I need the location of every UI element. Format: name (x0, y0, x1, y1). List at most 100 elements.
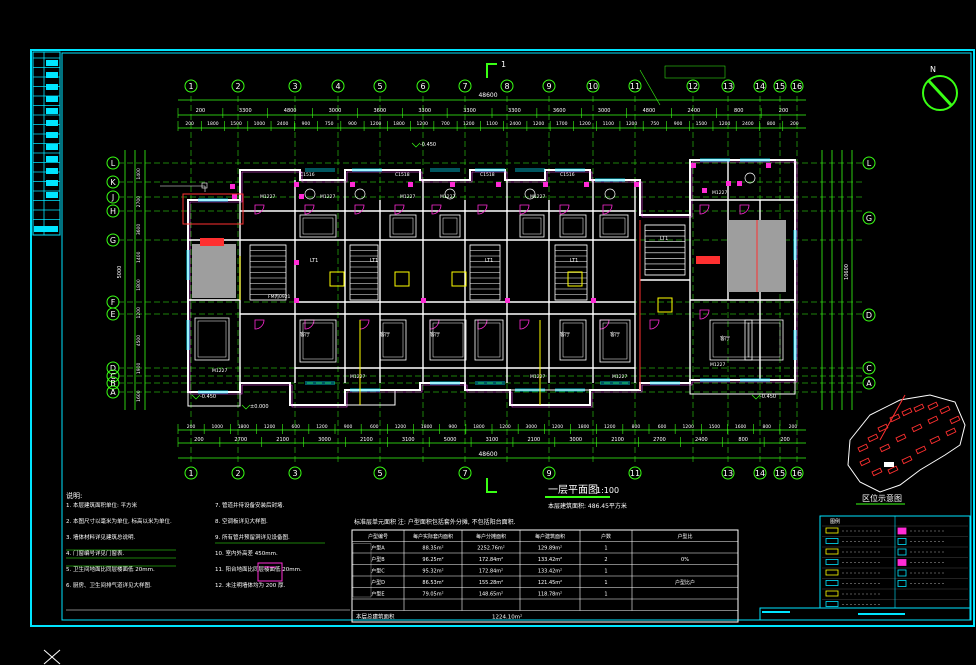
dimension-text: 1200 (370, 121, 382, 127)
dimension-text: 3000 (569, 437, 582, 443)
site-boundary (847, 394, 966, 493)
table-cell: 172.84m² (479, 569, 503, 575)
room-label: M1227 (712, 190, 727, 196)
leader-line (639, 69, 661, 106)
landing-outline (567, 271, 583, 287)
table-cell: 133.42m² (538, 569, 562, 575)
column-marker (294, 182, 299, 187)
column-marker (421, 298, 426, 303)
site-building (949, 415, 961, 425)
table-cell: 户型C (371, 568, 385, 575)
dimension-text: 2100 (527, 437, 540, 443)
table-cell: 1 (604, 546, 607, 552)
table-total-label: 本层总建筑面积 (356, 613, 395, 621)
column-marker (496, 182, 501, 187)
dimension-text: 2400 (695, 437, 708, 443)
sink-fixture (744, 172, 756, 184)
site-building (857, 443, 869, 453)
leader-mark (201, 182, 208, 189)
dimension-text: 1100 (486, 121, 498, 127)
dimension-text: 800 (734, 108, 744, 114)
dimension-text: 3300 (508, 108, 521, 114)
axis-bubble (790, 79, 804, 93)
site-building (887, 465, 899, 475)
dimension-text: 3000 (598, 108, 611, 114)
dimension-text: 3300 (418, 108, 431, 114)
axis-bubble (790, 466, 804, 480)
room-label: M1227 (212, 368, 227, 374)
dimension-text: 5000 (117, 266, 123, 279)
room-label: M1227 (530, 194, 545, 200)
axis-label: A (110, 388, 116, 397)
dimension-text: 1200 (499, 424, 511, 430)
left-dimension-chain: 1400270036001400180012004500190016005000… (117, 150, 853, 410)
axis-label: A (866, 379, 872, 388)
table-header: 每户建筑面积 (535, 533, 565, 540)
site-building (939, 405, 951, 415)
bed-furniture (602, 217, 626, 235)
axis-bubble (288, 79, 302, 93)
axis-label: 5 (377, 469, 382, 478)
legend-swatch (897, 538, 907, 545)
sofa-furniture (197, 320, 227, 358)
bed-furniture (302, 217, 334, 235)
site-building (911, 423, 923, 433)
legend-swatch (897, 580, 907, 587)
elevation-mark: -0.450 (420, 142, 436, 148)
dimension-text: 200 (789, 424, 798, 430)
column-marker (299, 194, 304, 199)
column-marker (634, 182, 639, 187)
column-marker (766, 163, 771, 168)
dimension-text: 1400 (136, 251, 142, 263)
axis-label: 3 (292, 469, 297, 478)
sofa-furniture (302, 322, 334, 360)
dimension-text: 3100 (486, 437, 499, 443)
axis-bubble (184, 79, 198, 93)
dimension-text: 800 (767, 121, 776, 127)
bed-furniture (442, 217, 458, 235)
axis-label: 9 (546, 469, 551, 478)
dimension-text: 1000 (254, 121, 266, 127)
stair-label: LT1 (660, 236, 668, 242)
table-header: 户数 (601, 533, 611, 540)
dimension-text: 2700 (234, 437, 247, 443)
legend-swatch (897, 548, 907, 556)
dimension-text: 1700 (556, 121, 568, 127)
room-label: C1518 (395, 172, 410, 178)
strip-cell (46, 180, 58, 186)
dimension-text: 1000 (212, 424, 224, 430)
dimension-text: 1200 (316, 424, 328, 430)
axis-bubble (862, 156, 876, 170)
bed-furniture (559, 214, 587, 238)
site-building (927, 401, 939, 411)
sofa-furniture (599, 319, 631, 363)
axis-label: H (110, 207, 116, 216)
axis-label: 16 (792, 469, 802, 478)
dimension-text: 1200 (463, 121, 475, 127)
table-cell: 118.78m² (538, 592, 562, 598)
sink-fixture (354, 188, 366, 200)
legend-swatch (897, 527, 907, 535)
site-road (879, 394, 906, 441)
axis-bubble (373, 79, 387, 93)
legend-swatch (897, 559, 907, 566)
room-label: M1227 (320, 194, 335, 200)
axis-bubble (184, 466, 198, 480)
bed-furniture (522, 217, 542, 235)
table-cell: 户型E (371, 591, 384, 598)
dimension-text: 1800 (136, 279, 142, 291)
dimension-text: 1200 (579, 121, 591, 127)
dimension-text: 5000 (444, 437, 457, 443)
site-building (913, 403, 925, 413)
axis-bubble (773, 79, 787, 93)
table-cell: 1 (604, 592, 607, 598)
door-swing (254, 204, 265, 215)
column-marker (232, 194, 237, 199)
sink-fixture (524, 188, 536, 200)
room-label: M1227 (400, 194, 415, 200)
exterior-wall-inner (189, 161, 798, 408)
strip-cell (46, 108, 58, 114)
sink-fixture (304, 188, 316, 200)
